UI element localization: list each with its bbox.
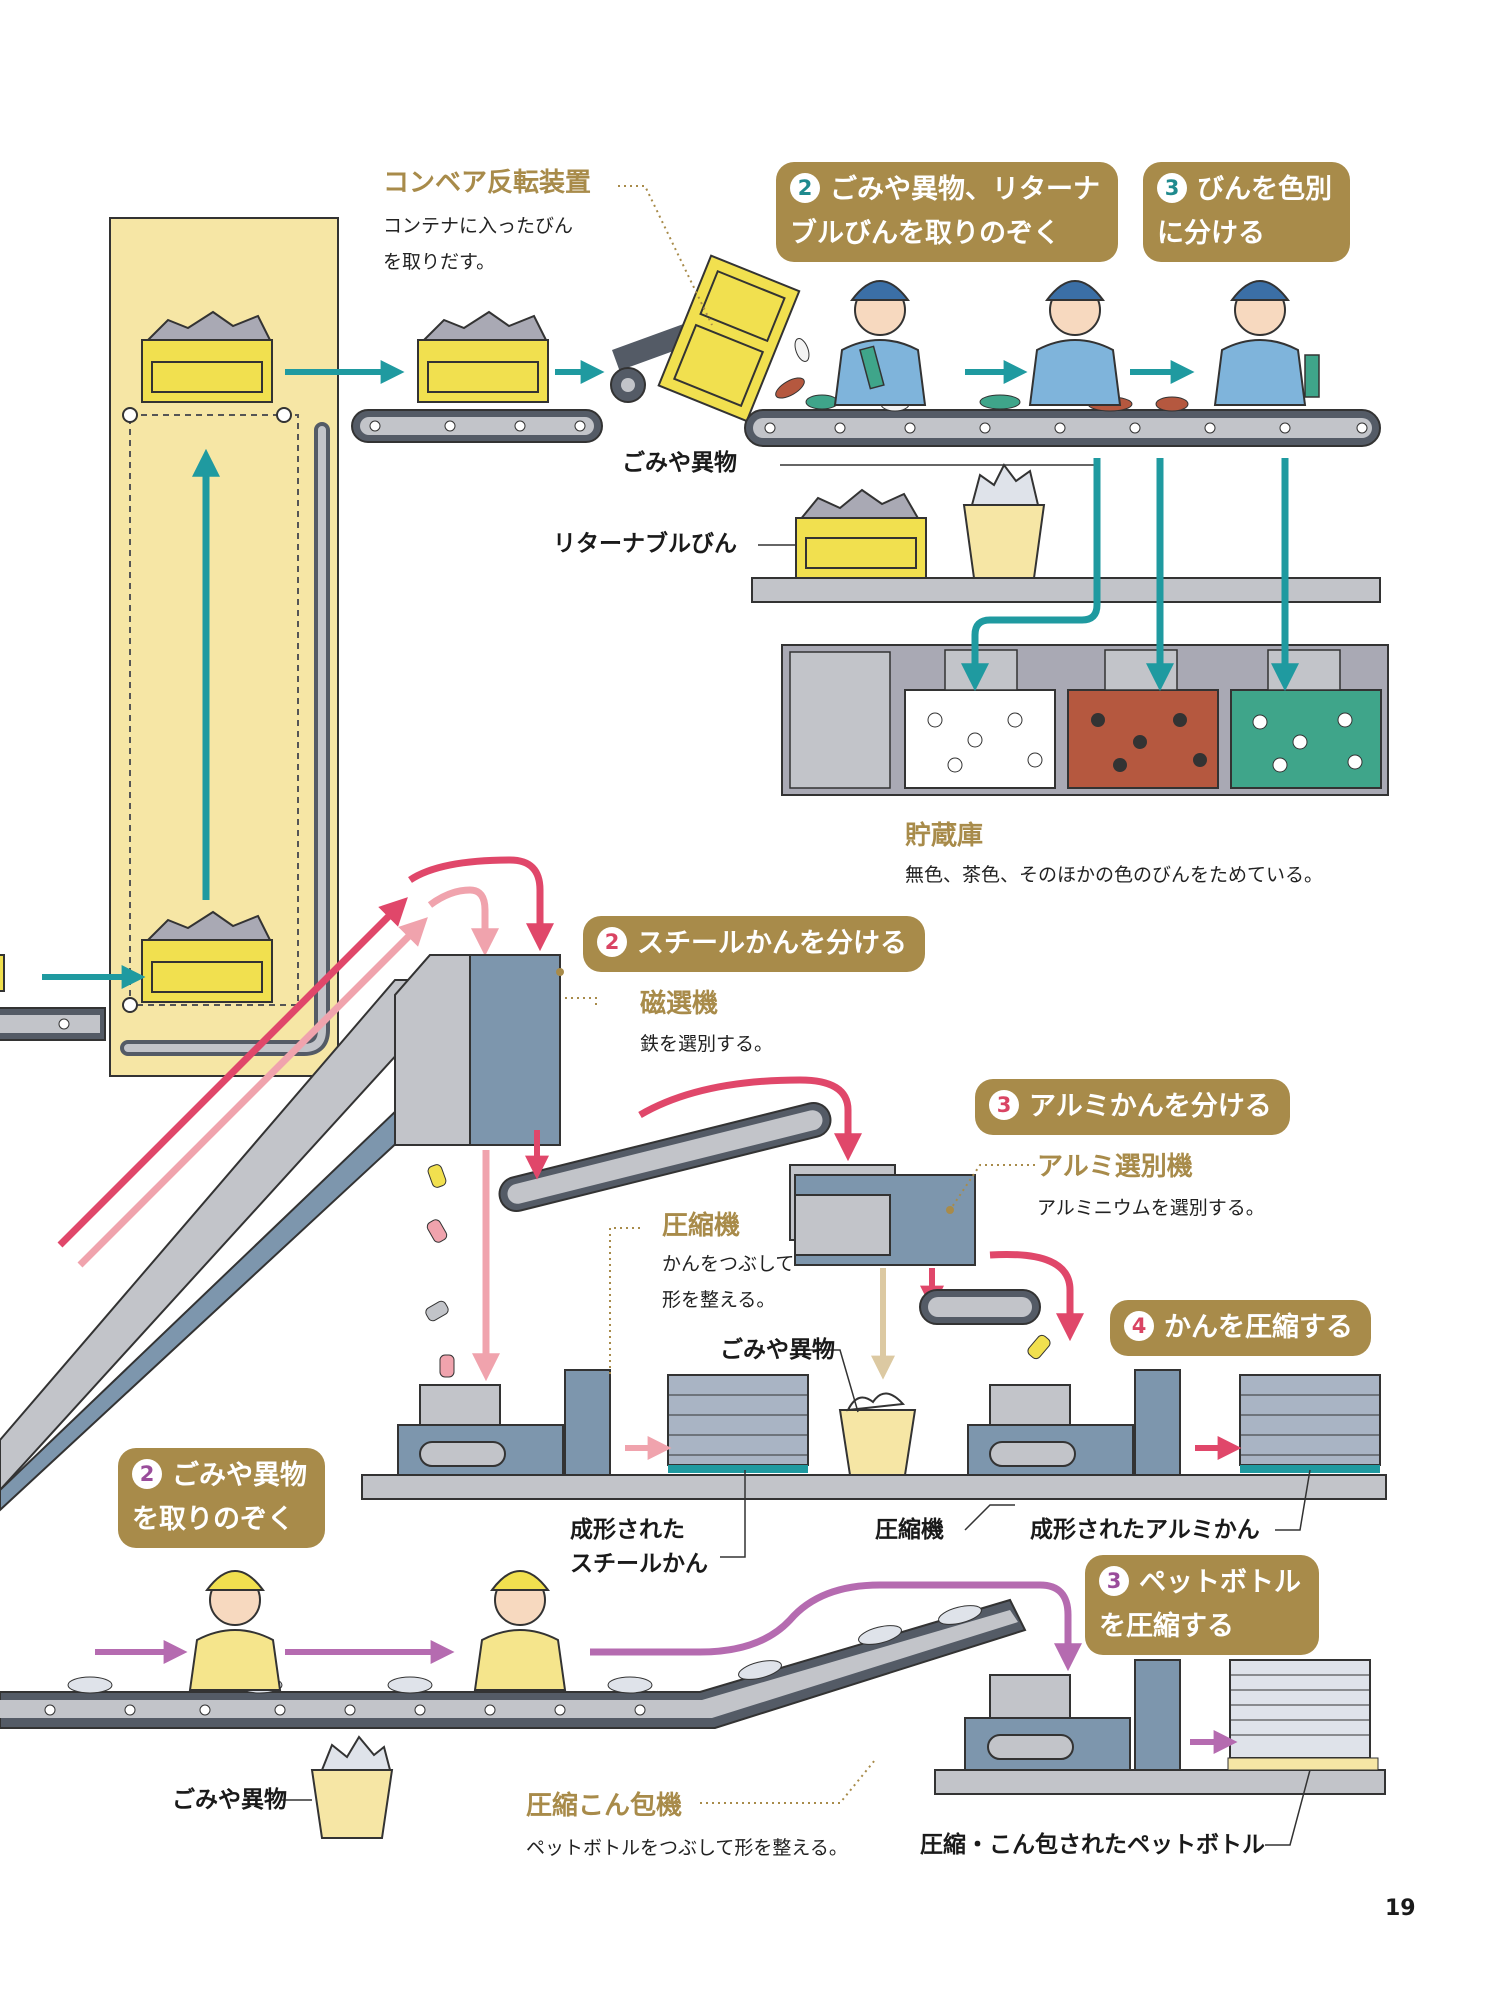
step-number: 3 [989, 1089, 1019, 1120]
step-number: 2 [790, 172, 820, 203]
glass-step3-badge: 3 びんを色別 に分ける [1143, 162, 1350, 262]
worker-yellow-1 [188, 1570, 282, 1691]
pet-trash-bucket [310, 1735, 394, 1839]
steel-formed-line2: スチールかん [570, 1551, 708, 1577]
step-number: 2 [132, 1458, 162, 1489]
glass-step2-line2: ブルびんを取りのぞく [790, 218, 1060, 249]
cans-step3-badge: 3 アルミかんを分ける [975, 1079, 1290, 1135]
conveyor-flipper-title: コンベア反転装置 [383, 168, 592, 198]
storage-title: 貯蔵庫 [905, 821, 984, 851]
cans-step4-badge: 4 かんを圧縮する [1110, 1300, 1371, 1356]
worker-blue-2 [1028, 280, 1122, 406]
step-number: 4 [1124, 1310, 1154, 1341]
step-number: 3 [1099, 1565, 1129, 1596]
pet-baler [934, 1659, 1386, 1795]
conveyor-crate [351, 409, 603, 443]
conveyor-alu-out [919, 1289, 1041, 1325]
glass-step3-line1: びんを色別 [1197, 174, 1332, 205]
pet-trash-label: ごみや異物 [172, 1787, 287, 1813]
conveyor-glass-sorting [744, 338, 1381, 447]
crate-top [141, 310, 273, 403]
cans-step2-badge: 2 スチールかんを分ける [583, 916, 925, 972]
pet-step3-line2: を圧縮する [1099, 1611, 1234, 1642]
cans-step3-text: アルミかんを分ける [1029, 1091, 1272, 1122]
conveyor-pet [0, 1598, 1027, 1729]
pet-step3-line1: ペットボトル [1139, 1567, 1301, 1598]
glass-trash-label: ごみや異物 [622, 450, 737, 476]
worker-blue-3 [1213, 280, 1320, 406]
cans-step4-text: かんを圧縮する [1164, 1312, 1353, 1343]
compressor-title: 圧縮機 [662, 1211, 741, 1241]
aluminum-separator [789, 1164, 976, 1266]
step-number: 2 [597, 926, 627, 957]
conveyor-flipper [610, 254, 801, 423]
glass-step3-line2: に分ける [1157, 218, 1265, 249]
conveyor-flipper-desc1: コンテナに入ったびん [383, 215, 574, 237]
baled-pet-label: 圧縮・こん包されたペットボトル [920, 1832, 1265, 1858]
crate-conveyor [417, 310, 549, 403]
steel-formed-line1: 成形された [570, 1517, 685, 1543]
alu-formed-label: 成形されたアルミかん [1030, 1517, 1260, 1543]
can-compression-line [361, 1369, 1387, 1500]
pet-step2-badge: 2 ごみや異物 を取りのぞく [118, 1448, 325, 1548]
glass-step2-badge: 2 ごみや異物、リターナ ブルびんを取りのぞく [776, 162, 1118, 262]
crate-bottom [141, 910, 273, 1003]
pet-step3-badge: 3 ペットボトル を圧縮する [1085, 1555, 1319, 1655]
worker-yellow-2 [473, 1570, 567, 1691]
pet-step2-line1: ごみや異物 [172, 1460, 307, 1491]
returnable-bottle-label: リターナブルびん [553, 531, 737, 557]
conveyor-flipper-desc2: を取りだす。 [383, 251, 496, 273]
baler-desc: ペットボトルをつぶして形を整える。 [526, 1837, 848, 1859]
worker-blue-1 [833, 280, 927, 406]
step-number: 3 [1157, 172, 1187, 203]
alu-sorter-title: アルミ選別機 [1037, 1152, 1193, 1182]
arrow-red-incline [57, 897, 408, 1248]
cans-trash-label: ごみや異物 [720, 1337, 835, 1363]
arrow-pink-incline [77, 917, 428, 1268]
pet-step2-line2: を取りのぞく [132, 1504, 294, 1535]
cans-step2-text: スチールかんを分ける [637, 928, 907, 959]
storage-bins [781, 644, 1389, 796]
magnet-separator [394, 954, 564, 1146]
conveyor-left-stub [0, 954, 106, 1041]
alu-sorter-desc: アルミニウムを選別する。 [1037, 1197, 1265, 1219]
page-number: 19 [1385, 1896, 1416, 1921]
conveyor-steel-out [498, 1101, 832, 1213]
glass-side-shelf [751, 463, 1381, 603]
compressor-desc2: 形を整える。 [662, 1289, 776, 1311]
glass-step2-line1: ごみや異物、リターナ [830, 174, 1100, 205]
storage-desc: 無色、茶色、そのほかの色のびんをためている。 [905, 864, 1324, 886]
baler-title: 圧縮こん包機 [526, 1791, 683, 1821]
compressor-label: 圧縮機 [875, 1517, 944, 1543]
magnet-desc: 鉄を選別する。 [640, 1033, 774, 1055]
magnet-title: 磁選機 [640, 989, 719, 1019]
compressor-desc1: かんをつぶして [662, 1253, 795, 1275]
